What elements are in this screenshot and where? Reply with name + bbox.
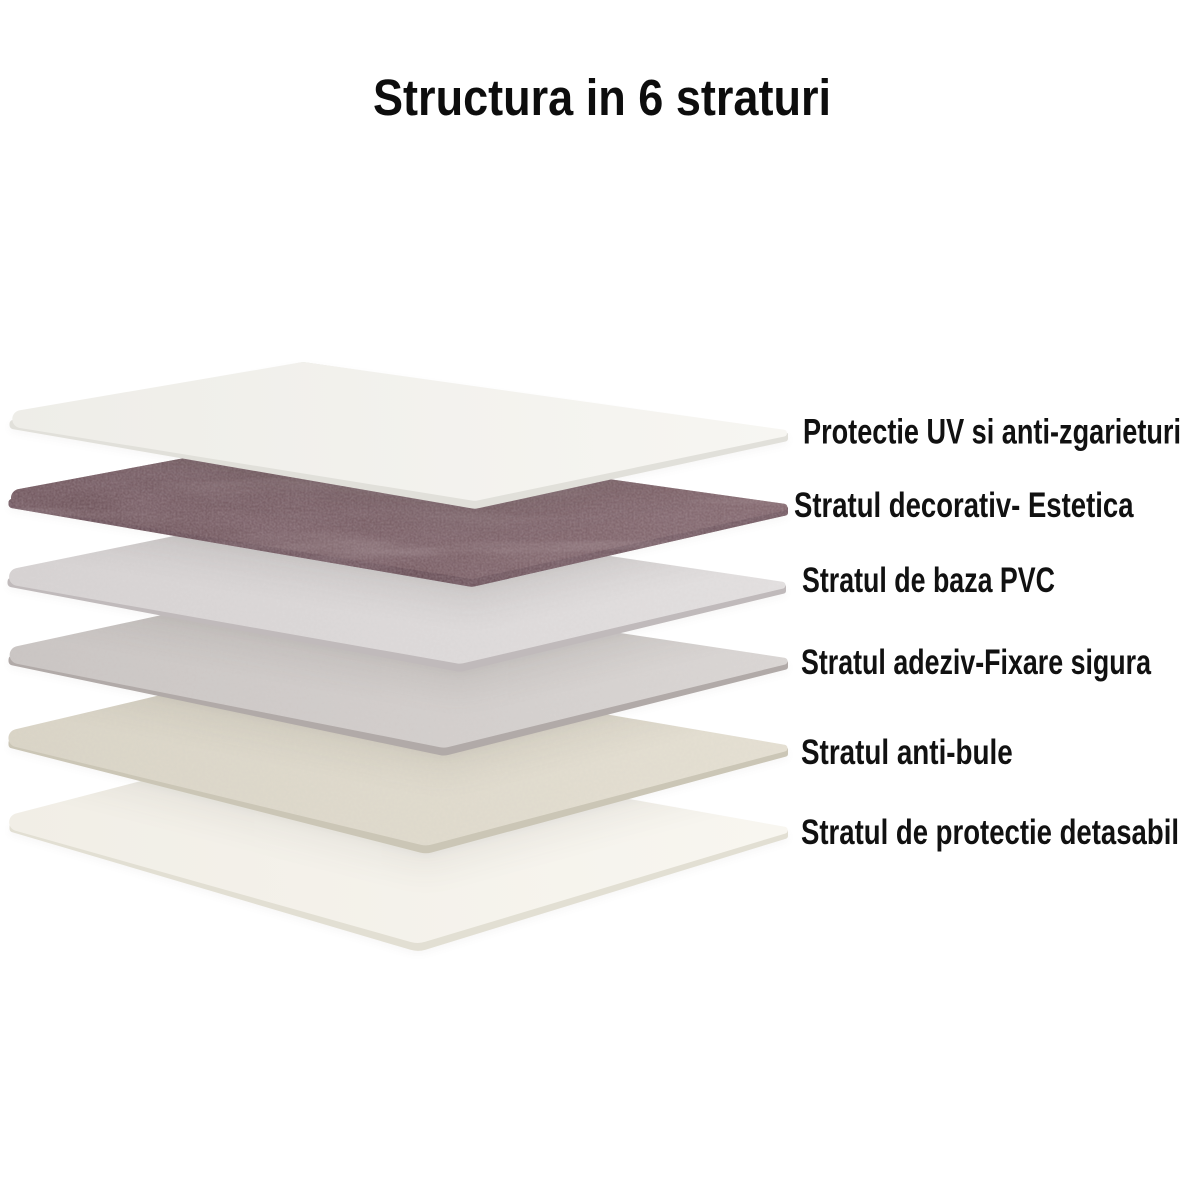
svg-text:Protectie UV si anti-zgarietur: Protectie UV si anti-zgarieturi (803, 411, 1181, 451)
svg-text:Stratul anti-bule: Stratul anti-bule (801, 732, 1013, 772)
svg-text:Structura in 6 straturi: Structura in 6 straturi (373, 69, 831, 126)
svg-text:Stratul adeziv-Fixare sigura: Stratul adeziv-Fixare sigura (801, 642, 1151, 682)
svg-text:Stratul de protectie detasabil: Stratul de protectie detasabil (801, 812, 1179, 852)
svg-text:Stratul decorativ- Estetica: Stratul decorativ- Estetica (794, 485, 1134, 525)
svg-text:Stratul de baza PVC: Stratul de baza PVC (802, 560, 1055, 600)
